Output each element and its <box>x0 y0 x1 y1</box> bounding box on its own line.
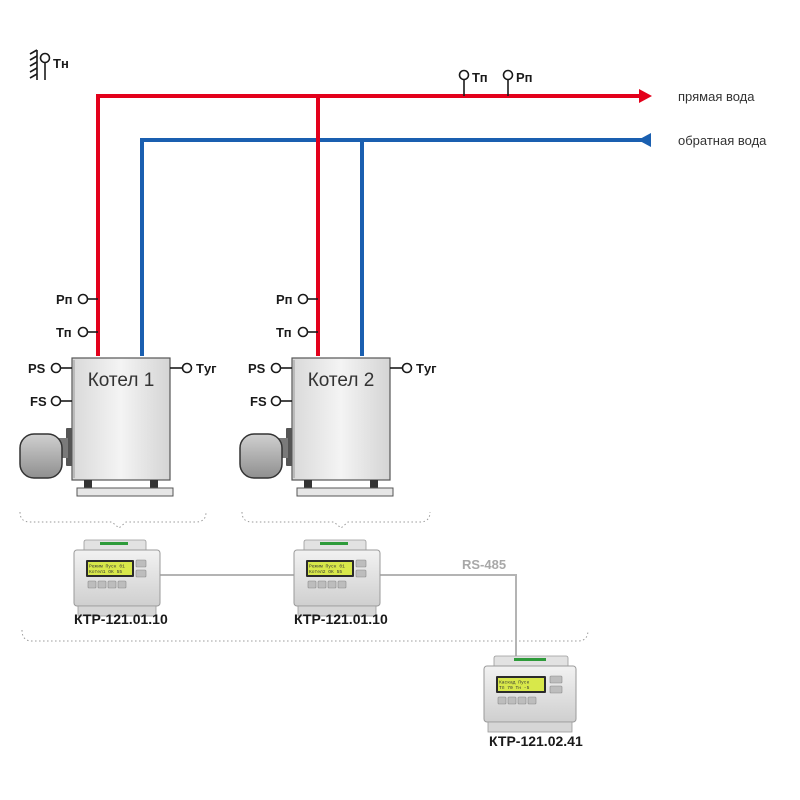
boiler-body <box>291 357 391 481</box>
controller-display <box>308 562 352 575</box>
header-pressure-label: Рп <box>516 70 533 85</box>
return-pipes <box>140 138 650 356</box>
boiler1-brace <box>19 511 207 529</box>
display-line-1: Каскад Пуск <box>499 680 530 686</box>
boiler-name: Котел 1 <box>88 370 155 391</box>
burner-neck <box>278 438 288 458</box>
controller-key[interactable] <box>507 696 517 705</box>
flue-gas-temp-label: Тyг <box>196 361 217 376</box>
controller-body <box>293 549 381 607</box>
rs485-bus <box>160 574 517 662</box>
display-line-1: Режим Пуск 01 <box>89 564 125 570</box>
controller-key[interactable] <box>97 580 107 589</box>
controller-3: Каскад Пуск Тп 70 Тн -5 <box>483 655 577 733</box>
outdoor-temp-label: Тн <box>53 56 69 71</box>
boiler-2: Котел 2 Рп Тп PS FS Тyг <box>239 292 437 497</box>
flame-sensor-icon <box>50 395 62 407</box>
flame-sensor-label: FS <box>30 394 47 409</box>
display-line-2: Тп 70 Тн -5 <box>499 685 530 691</box>
controller-key[interactable] <box>355 569 367 578</box>
controller-key[interactable] <box>135 559 147 568</box>
flue-gas-temp-sensor-icon <box>401 362 413 374</box>
controller-key[interactable] <box>355 559 367 568</box>
boiler-name: Котел 2 <box>308 370 375 391</box>
pressure-switch-icon <box>270 362 282 374</box>
boiler-pressure-label: Рп <box>56 292 73 307</box>
controllers-brace <box>21 629 589 642</box>
display-line-1: Режим Пуск 01 <box>309 564 345 570</box>
pressure-switch-label: PS <box>28 361 46 376</box>
controller-body <box>73 549 161 607</box>
return-arrow-icon <box>638 133 651 147</box>
boiler-pressure-sensor-icon <box>77 293 89 305</box>
controller-body <box>483 665 577 723</box>
header-sensors: Тп Рп <box>458 69 533 96</box>
controller-key[interactable] <box>317 580 327 589</box>
grouping-braces <box>19 511 589 642</box>
boiler-pressure-sensor-icon <box>297 293 309 305</box>
header-temp-sensor-icon <box>458 69 470 81</box>
controller-1: Режим Пуск 01 Котел1 ОК 55 <box>73 539 161 617</box>
controller-key[interactable] <box>549 675 563 684</box>
controller-key[interactable] <box>337 580 347 589</box>
controller-key[interactable] <box>107 580 117 589</box>
controller-key[interactable] <box>549 685 563 694</box>
burner-icon <box>239 433 283 479</box>
boiler-temp-label: Тп <box>276 325 292 340</box>
boiler-body <box>71 357 171 481</box>
rs485-label: RS-485 <box>462 557 506 572</box>
return-water-label: обратная вода <box>678 133 767 148</box>
header-pressure-sensor-icon <box>502 69 514 81</box>
outdoor-sensor: Тн <box>29 49 69 80</box>
boiler-base <box>76 487 174 497</box>
display-line-2: Котел2 ОК 55 <box>309 569 342 575</box>
controller-key[interactable] <box>327 580 337 589</box>
boiler2-brace <box>241 511 431 529</box>
controller-key[interactable] <box>117 580 127 589</box>
boiler-1: Котел 1 Рп Тп PS FS Тyг <box>19 292 217 497</box>
controller-2-model: КТР-121.01.10 <box>294 611 388 627</box>
controller-3-model: КТР-121.02.41 <box>489 733 583 749</box>
flame-sensor-icon <box>270 395 282 407</box>
display-line-2: Котел1 ОК 55 <box>89 569 122 575</box>
outdoor-temp-sensor-icon <box>39 52 51 64</box>
boiler-temp-label: Тп <box>56 325 72 340</box>
controller-2: Режим Пуск 01 Котел2 ОК 55 <box>293 539 381 617</box>
boiler-temp-sensor-icon <box>297 326 309 338</box>
burner-neck <box>58 438 68 458</box>
flame-sensor-label: FS <box>250 394 267 409</box>
header-temp-label: Тп <box>472 70 488 85</box>
flue-gas-temp-label: Тyг <box>416 361 437 376</box>
controller-key[interactable] <box>307 580 317 589</box>
controller-key[interactable] <box>87 580 97 589</box>
controller-1-model: КТР-121.01.10 <box>74 611 168 627</box>
supply-water-label: прямая вода <box>678 89 755 104</box>
boiler-pressure-label: Рп <box>276 292 293 307</box>
pressure-switch-icon <box>50 362 62 374</box>
controller-key[interactable] <box>527 696 537 705</box>
controller-key[interactable] <box>135 569 147 578</box>
controller-display <box>498 678 544 691</box>
boiler-base <box>296 487 394 497</box>
controller-display <box>88 562 132 575</box>
burner-icon <box>19 433 63 479</box>
controller-key[interactable] <box>497 696 507 705</box>
flue-gas-temp-sensor-icon <box>181 362 193 374</box>
pressure-switch-label: PS <box>248 361 266 376</box>
wall-hatch-icon <box>29 49 38 80</box>
boiler-temp-sensor-icon <box>77 326 89 338</box>
controller-key[interactable] <box>517 696 527 705</box>
supply-arrow-icon <box>639 89 652 103</box>
supply-pipes <box>96 94 645 356</box>
